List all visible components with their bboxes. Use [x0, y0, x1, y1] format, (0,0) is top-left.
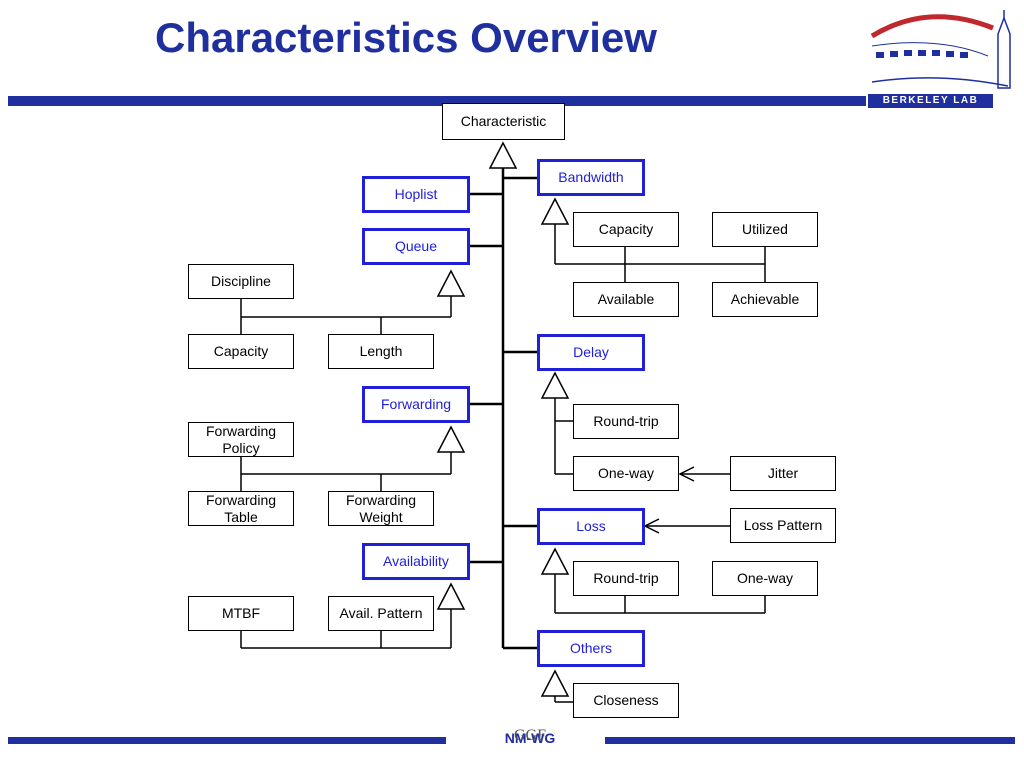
node-closeness: Closeness	[573, 683, 679, 718]
footer-rule-left	[8, 737, 446, 744]
footer-rule-right	[605, 737, 1015, 744]
berkeley-lab-logo	[870, 10, 1011, 89]
node-characteristic: Characteristic	[442, 103, 565, 140]
page-title: Characteristics Overview	[155, 14, 657, 61]
node-loss-oneway: One-way	[712, 561, 818, 596]
node-forwarding-policy: Forwarding Policy	[188, 422, 294, 457]
node-loss-roundtrip: Round-trip	[573, 561, 679, 596]
footer-overlay: GGF	[513, 727, 546, 744]
node-achievable: Achievable	[712, 282, 818, 317]
node-hoplist: Hoplist	[362, 176, 470, 213]
node-queue: Queue	[362, 228, 470, 265]
node-queue-capacity: Capacity	[188, 334, 294, 369]
node-delay: Delay	[537, 334, 645, 371]
node-length: Length	[328, 334, 434, 369]
node-avail-pattern: Avail. Pattern	[328, 596, 434, 631]
logo-text: BERKELEY LAB	[868, 94, 993, 108]
node-discipline: Discipline	[188, 264, 294, 299]
node-loss: Loss	[537, 508, 645, 545]
node-delay-roundtrip: Round-trip	[573, 404, 679, 439]
node-delay-oneway: One-way	[573, 456, 679, 491]
node-others: Others	[537, 630, 645, 667]
node-bandwidth: Bandwidth	[537, 159, 645, 196]
footer-main: NM-WG	[504, 730, 556, 746]
node-bw-capacity: Capacity	[573, 212, 679, 247]
node-loss-pattern: Loss Pattern	[730, 508, 836, 543]
node-forwarding: Forwarding	[362, 386, 470, 423]
node-utilized: Utilized	[712, 212, 818, 247]
node-forwarding-weight: Forwarding Weight	[328, 491, 434, 526]
footer-label: GGF NM-WG	[480, 727, 580, 746]
node-available: Available	[573, 282, 679, 317]
header-rule	[8, 96, 866, 106]
node-availability: Availability	[362, 543, 470, 580]
node-jitter: Jitter	[730, 456, 836, 491]
node-mtbf: MTBF	[188, 596, 294, 631]
node-forwarding-table: Forwarding Table	[188, 491, 294, 526]
